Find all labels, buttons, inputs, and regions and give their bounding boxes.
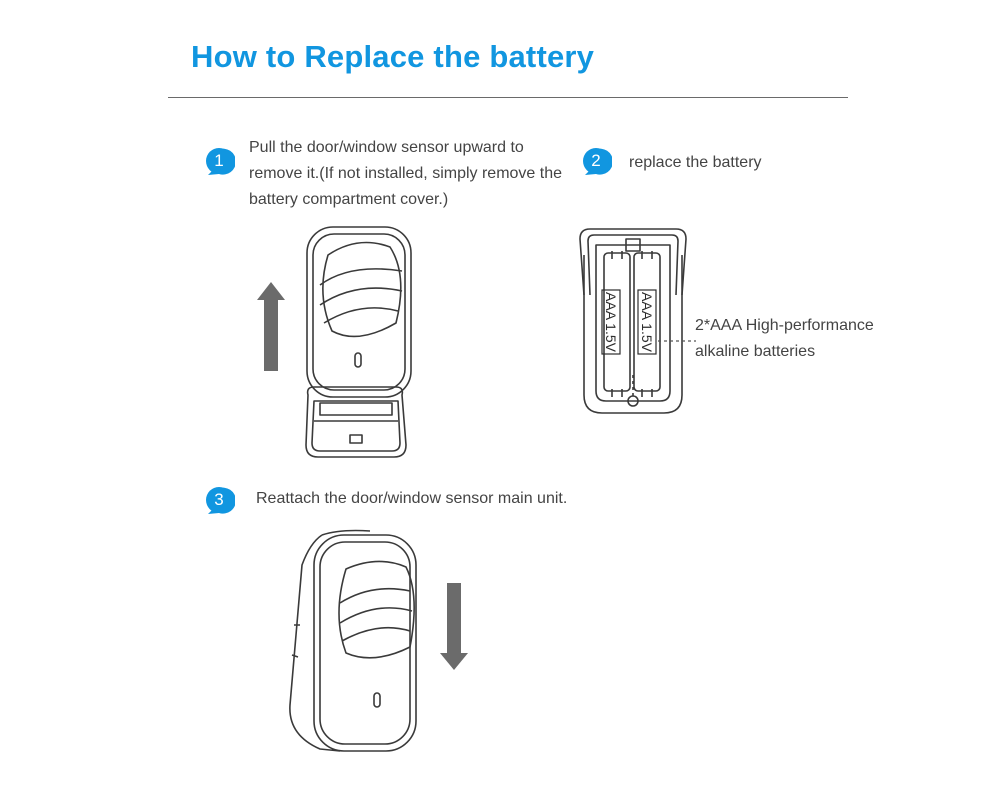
page-title: How to Replace the battery bbox=[191, 39, 595, 74]
step-3-text: Reattach the door/window sensor main uni… bbox=[256, 490, 568, 507]
step-2-badge: 2 bbox=[582, 147, 612, 177]
step-2-number: 2 bbox=[591, 151, 601, 170]
battery-compartment-illustration: AAA 1.5V AAA 1.5V bbox=[579, 228, 696, 414]
title-divider bbox=[168, 97, 848, 98]
battery-label-left: AAA 1.5V bbox=[603, 292, 619, 353]
step-2-text: replace the battery bbox=[629, 154, 762, 171]
arrow-up-icon bbox=[257, 282, 285, 371]
step-1-number: 1 bbox=[214, 151, 224, 170]
step-badge-icon bbox=[206, 148, 235, 175]
step-badge-icon bbox=[206, 487, 235, 514]
step-3-badge: 3 bbox=[205, 486, 235, 516]
step-1-text: Pull the door/window sensor upward to re… bbox=[249, 139, 563, 208]
step-3-number: 3 bbox=[214, 490, 224, 509]
step-1-badge: 1 bbox=[205, 147, 235, 177]
arrow-down-icon bbox=[440, 583, 468, 670]
sensor-remove-illustration bbox=[257, 226, 412, 458]
step-badge-icon bbox=[583, 148, 612, 175]
battery-label-right: AAA 1.5V bbox=[639, 292, 655, 353]
sensor-reattach-illustration bbox=[289, 529, 468, 752]
battery-callout: 2*AAA High-performance alkaline batterie… bbox=[695, 317, 874, 360]
